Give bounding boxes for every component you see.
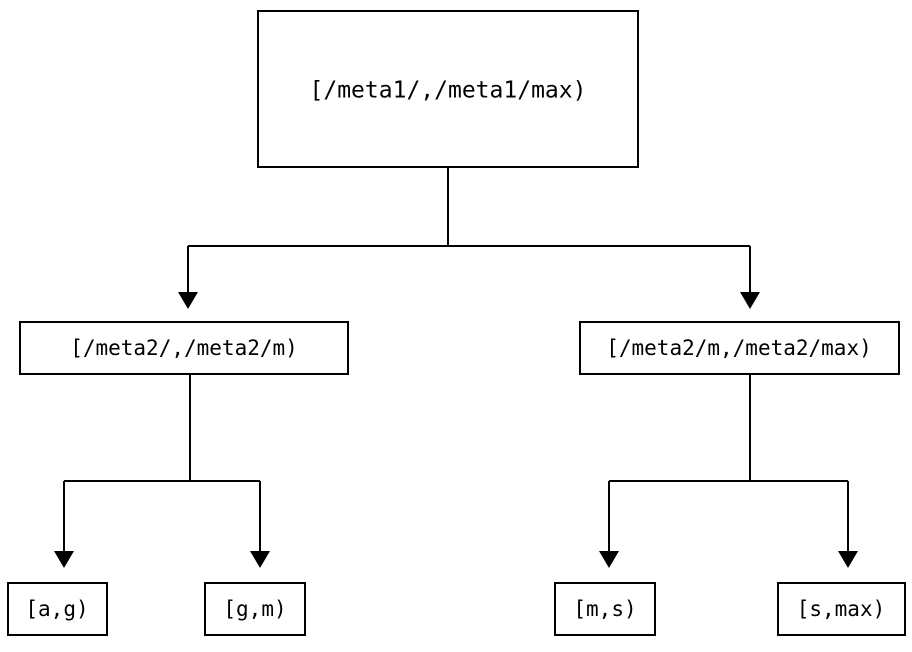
node-leaf-1-box[interactable] [6, 581, 109, 637]
node-mid-left-box[interactable] [18, 320, 350, 376]
node-mid-right[interactable]: [/meta2/m,/meta2/max) [578, 320, 901, 376]
arrowhead-mid-right-to-leaf4 [838, 551, 858, 568]
edge-group-root [178, 168, 760, 309]
node-leaf-4-box[interactable] [776, 581, 907, 637]
arrowhead-mid-right-to-leaf3 [599, 551, 619, 568]
node-mid-left[interactable]: [/meta2/,/meta2/m) [18, 320, 350, 376]
arrowhead-mid-left-to-leaf1 [54, 551, 74, 568]
node-leaf-2-box[interactable] [203, 581, 307, 637]
node-leaf-4-label: [s,max) [797, 597, 886, 621]
node-leaf-3-label: [m,s) [573, 597, 636, 621]
node-leaf-1-label: [a,g) [25, 597, 88, 621]
node-leaf-4[interactable]: [s,max) [776, 581, 907, 637]
node-leaf-2[interactable]: [g,m) [203, 581, 307, 637]
node-leaf-2-label: [g,m) [223, 597, 286, 621]
node-leaf-3[interactable]: [m,s) [553, 581, 657, 637]
edge-group-mid-right [599, 375, 858, 568]
node-root[interactable]: [/meta1/,/meta1/max) [256, 9, 640, 169]
node-mid-left-label: [/meta2/,/meta2/m) [70, 336, 298, 360]
arrowhead-root-to-mid-left [178, 292, 198, 309]
arrowhead-mid-left-to-leaf2 [250, 551, 270, 568]
node-leaf-1[interactable]: [a,g) [6, 581, 109, 637]
node-mid-right-box[interactable] [578, 320, 901, 376]
node-root-label: [/meta1/,/meta1/max) [310, 78, 587, 104]
node-root-box[interactable] [256, 9, 640, 169]
arrowhead-root-to-mid-right [740, 292, 760, 309]
node-leaf-3-box[interactable] [553, 581, 657, 637]
node-mid-right-label: [/meta2/m,/meta2/max) [606, 336, 872, 360]
edge-group-mid-left [54, 375, 270, 568]
